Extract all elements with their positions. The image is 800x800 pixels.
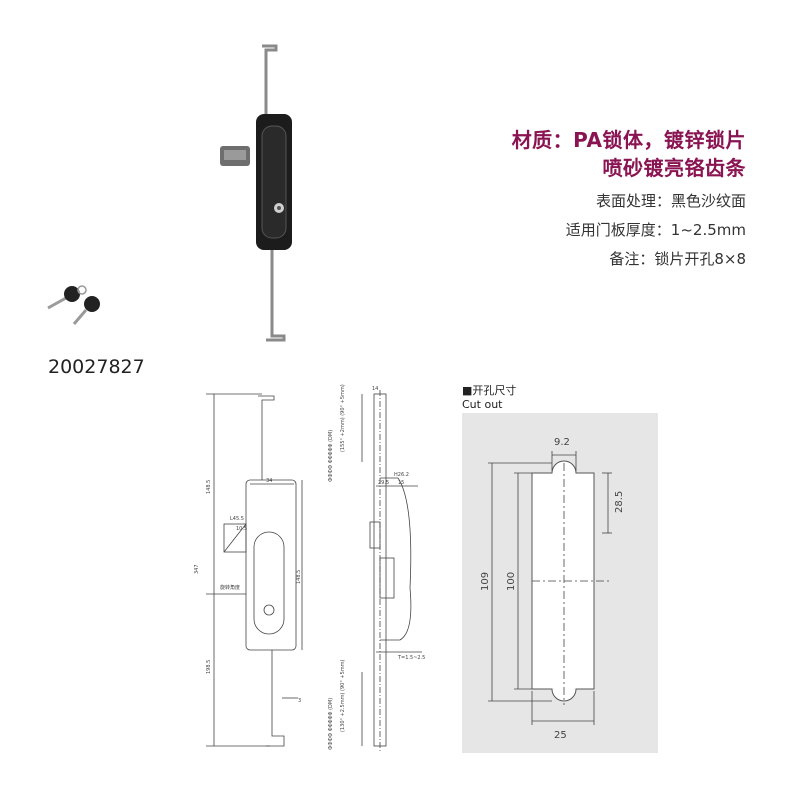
side-dim-thickness: T=1.5~2.5 [397,655,425,661]
cutout-shape [531,460,595,702]
side-rod-bottom-label: (130° +2.5mm) (90° +5mm) [340,659,346,732]
keys-icon [47,285,100,325]
side-rod-top-label: (155° +2mm) (90° +5mm) [340,384,346,452]
side-note-top: ФФФФ ΦΦΦΦΦ (DM) [328,430,334,482]
front-view-drawing: 347 148.5 198.5 148.5 34 L45.5 10.5 3 旋转… [194,393,303,747]
side-dim-top: 14 [372,386,378,392]
cutout-dim-top: 9.2 [554,437,570,448]
spec-note: 备注：锁片开孔8×8 [609,250,746,268]
side-dim-depth: 29.5 [378,480,389,486]
cutout-dim-right: 28.5 [614,491,625,513]
cutout-dim-bottom: 25 [554,730,567,741]
cutout-dim-inner: 100 [506,572,517,591]
front-dim-total: 347 [194,564,200,574]
spec-surface: 表面处理：黑色沙纹面 [595,192,746,210]
cutout-heading: ■开孔尺寸 [462,384,517,397]
spec-panel-thickness: 适用门板厚度：1~2.5mm [565,221,746,239]
spec-material-line1: 材质：PA锁体，镀锌锁片 [511,128,746,152]
front-dim-body-height: 148.5 [296,570,302,584]
spec-material-line2: 喷砂镀亮铬齿条 [602,156,746,180]
cutout-heading-en: Cut out [462,398,503,411]
front-dim-bottom-step: 3 [298,698,301,704]
product-code: 20027827 [48,356,145,378]
front-dim-upper: 148.5 [206,480,212,494]
cutout-heading-block: ■开孔尺寸 Cut out [462,384,516,412]
cutout-dim-outer: 109 [480,572,491,591]
side-view-drawing: 14 H26.2 29.5 15 T=1.5~2.5 (155° +2mm) (… [328,384,425,752]
front-dim-width: 34 [266,478,272,484]
cutout-diagram: 9.2 28.5 109 100 25 [462,413,658,753]
front-dim-handle: L45.5 [230,516,244,522]
front-dim-lower: 198.5 [206,660,212,674]
front-dim-small: 10.5 [236,526,247,532]
side-note-bottom: ФФФФ ΦΦΦΦΦ (DM) [328,698,334,750]
front-rotate-label: 旋转角度 [220,584,240,591]
lock-product-photo [220,44,292,342]
side-dim-body: H26.2 [394,472,409,478]
side-dim-small: 15 [398,480,404,486]
